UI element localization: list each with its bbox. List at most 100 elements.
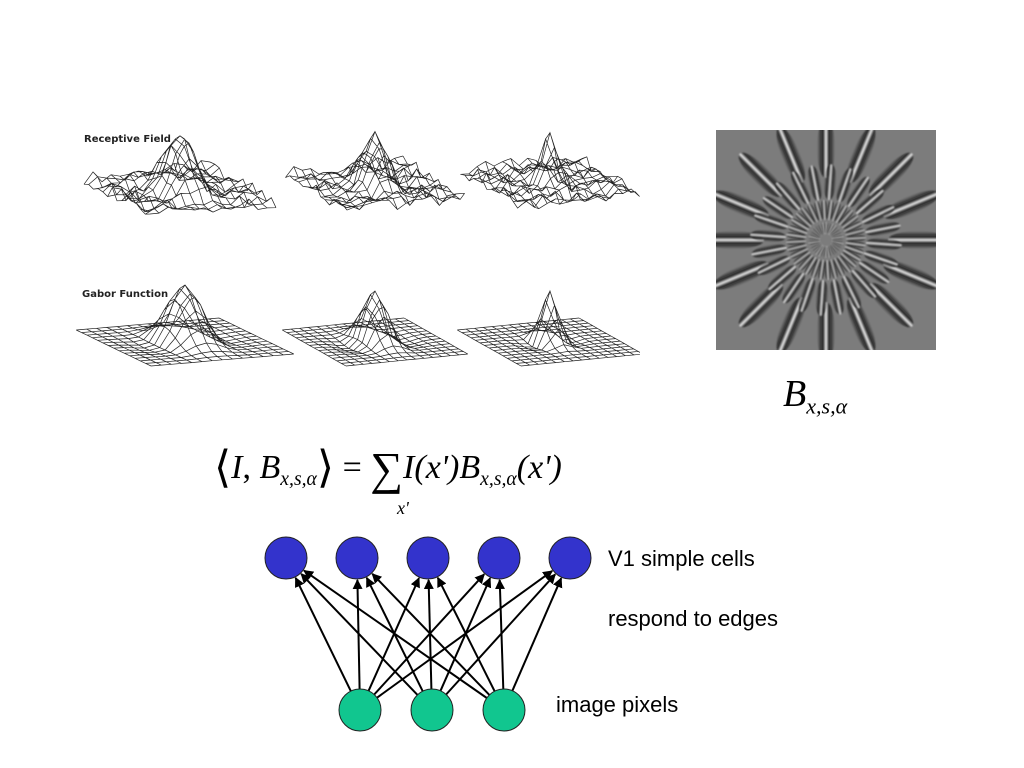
gabor-patch xyxy=(751,244,787,258)
top-layer-label: V1 simple cells xyxy=(608,546,755,571)
mesh-plots xyxy=(76,130,640,367)
eq-rhs-B: B xyxy=(459,449,481,486)
gabor-patch xyxy=(846,234,866,242)
eq-lhs-sub: x,s,α xyxy=(280,467,317,490)
pixel-node xyxy=(338,688,382,732)
inner-product-equation: ⟨I, Bx,s,α⟩ = ∑I(x')Bx,s,α(x') xyxy=(214,442,562,495)
gabor-patch xyxy=(807,203,819,223)
receptive-field-label: Receptive Field xyxy=(84,134,171,145)
connection-arrow xyxy=(371,573,491,696)
gabor-patch xyxy=(812,244,822,253)
gabor-patch xyxy=(808,235,821,240)
pixel-node xyxy=(482,688,526,732)
gabor-patch xyxy=(830,243,841,251)
gabor-patch xyxy=(776,130,805,183)
gabor-patch xyxy=(813,226,822,236)
gabor-patch xyxy=(818,223,825,235)
mesh-lines xyxy=(83,135,277,215)
gabor-patch xyxy=(855,189,884,215)
gabor-patch xyxy=(782,272,805,304)
gabor-patch xyxy=(831,202,841,222)
gabor-patch xyxy=(829,259,838,279)
gabor-patch xyxy=(798,277,816,312)
gabor-patch xyxy=(841,215,859,229)
gabor-patch xyxy=(844,245,864,255)
gabor-patch xyxy=(738,282,784,328)
top-layer-sublabel: respond to edges xyxy=(608,606,779,631)
gabor-patch xyxy=(841,275,861,309)
gabor-patch xyxy=(776,297,805,350)
connection-arrow xyxy=(494,579,505,690)
gabor-patch xyxy=(801,207,815,225)
gabor-patch xyxy=(754,212,789,230)
basis-letter: B xyxy=(783,373,807,415)
gabor-patch xyxy=(809,241,821,248)
gabor-patch xyxy=(788,225,808,235)
connection-arrow xyxy=(303,569,488,699)
mesh-lines xyxy=(76,284,294,367)
gabor-patch xyxy=(795,212,812,228)
gabor-patch xyxy=(716,231,764,249)
gabor-patch xyxy=(815,224,824,236)
gabor-patch xyxy=(824,260,832,280)
mesh-plot xyxy=(285,130,465,211)
gabor-patch xyxy=(810,242,822,251)
eq-rhs-I: I xyxy=(403,449,415,486)
gabor-patch xyxy=(883,190,936,219)
gabor-patch xyxy=(823,164,837,201)
gabor-patch xyxy=(845,228,865,237)
gabor-patch xyxy=(831,232,843,239)
eq-rhs-arg1: (x') xyxy=(414,449,460,486)
receptive-field-panel: Receptive Field Gabor Function xyxy=(70,90,640,410)
gabor-patch xyxy=(858,261,890,284)
gabor-patch xyxy=(847,297,876,350)
gabor-patch xyxy=(838,209,854,226)
gabor-patch xyxy=(820,200,828,220)
basis-symbol: Bx,s,α xyxy=(783,372,847,420)
v1-cell-node xyxy=(548,536,592,580)
gabor-patch xyxy=(868,152,914,198)
gabor-patch xyxy=(791,218,809,231)
gabor-patch xyxy=(775,182,801,211)
gabor-patch xyxy=(815,279,829,316)
gabor-patch xyxy=(716,190,769,219)
mesh-plot xyxy=(282,290,468,367)
gabor-patch xyxy=(863,250,898,268)
mesh-plot xyxy=(457,289,640,367)
gabor-patch xyxy=(843,221,863,233)
gabor-patch xyxy=(865,222,901,236)
mesh-lines xyxy=(457,289,640,367)
gabor-patch xyxy=(832,238,844,242)
gabor-patch xyxy=(757,255,791,275)
gabor-patch xyxy=(738,152,784,198)
gabor-patch xyxy=(827,223,834,235)
connection-arrow xyxy=(294,576,352,692)
basis-subscript: x,s,α xyxy=(806,393,848,419)
gabor-patch xyxy=(836,168,854,203)
eq-right-bracket: ⟩ xyxy=(316,443,335,492)
gabor-patch xyxy=(861,205,895,225)
gabor-patch xyxy=(826,245,831,258)
gabor-patch xyxy=(831,241,843,248)
v1-cell-node xyxy=(335,536,379,580)
gabor-patch xyxy=(768,265,797,291)
gabor-patch xyxy=(827,245,834,257)
gabor-patch xyxy=(791,171,811,205)
mesh-plot xyxy=(460,131,640,210)
gabor-patch xyxy=(851,269,877,298)
gabor-patch xyxy=(821,245,826,258)
connection-arrow xyxy=(300,573,419,696)
gabor-patch xyxy=(809,232,821,239)
gabor-patch xyxy=(830,244,839,254)
eq-rhs-sub: x,s,α xyxy=(480,467,517,490)
gabor-patch xyxy=(750,229,787,243)
gabor-filter-image xyxy=(716,130,936,350)
gabor-patch xyxy=(829,225,837,236)
mesh-lines xyxy=(282,290,468,367)
gabor-patch xyxy=(831,235,844,240)
mesh-lines xyxy=(460,131,640,210)
v1-cell-node xyxy=(477,536,521,580)
gabor-patch xyxy=(847,176,870,208)
